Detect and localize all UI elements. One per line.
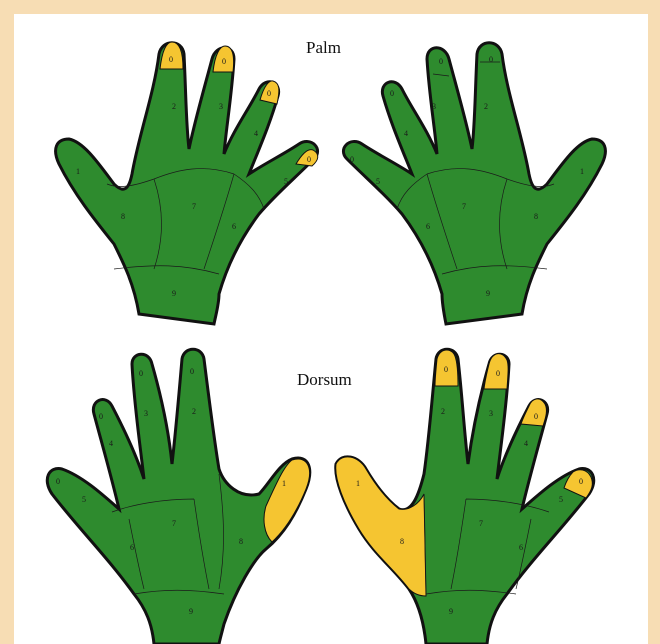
- svg-text:6: 6: [426, 222, 430, 231]
- svg-text:6: 6: [519, 543, 523, 552]
- svg-text:0: 0: [267, 89, 271, 98]
- palm-left-hand: 0 0 0 0 2 3 4 5 1 8 7 6 9: [56, 42, 318, 324]
- diagram-panel: 0 0 0 0 2 3 4 5 1 8 7 6 9 0 0 0 0 3 2 4 5 1 8 7 6 9 0 0 0 0 2 3 4…: [14, 14, 648, 644]
- svg-text:8: 8: [534, 212, 538, 221]
- dorsum-left-hand: 0 0 0 0 2 3 4 5 1 8 7 6 9: [47, 349, 309, 644]
- palm-title: Palm: [306, 38, 341, 58]
- svg-text:2: 2: [172, 102, 176, 111]
- svg-text:1: 1: [282, 479, 286, 488]
- svg-text:0: 0: [534, 412, 538, 421]
- svg-text:0: 0: [169, 55, 173, 64]
- svg-text:0: 0: [139, 369, 143, 378]
- svg-text:1: 1: [76, 167, 80, 176]
- svg-text:0: 0: [489, 55, 493, 64]
- svg-text:0: 0: [390, 89, 394, 98]
- svg-text:3: 3: [144, 409, 148, 418]
- svg-text:9: 9: [189, 607, 193, 616]
- svg-text:0: 0: [444, 365, 448, 374]
- svg-text:4: 4: [404, 129, 408, 138]
- svg-text:4: 4: [254, 129, 258, 138]
- svg-text:3: 3: [432, 102, 436, 111]
- svg-text:1: 1: [356, 479, 360, 488]
- palm-right-outline: [343, 43, 605, 324]
- palm-right-hand: 0 0 0 0 3 2 4 5 1 8 7 6 9: [343, 43, 605, 324]
- svg-text:9: 9: [172, 289, 176, 298]
- svg-text:5: 5: [559, 495, 563, 504]
- svg-text:9: 9: [486, 289, 490, 298]
- svg-text:0: 0: [190, 367, 194, 376]
- dorsum-right-thumb-affected: [336, 457, 426, 596]
- svg-text:3: 3: [219, 102, 223, 111]
- svg-text:6: 6: [130, 543, 134, 552]
- svg-text:4: 4: [109, 439, 113, 448]
- svg-text:5: 5: [82, 495, 86, 504]
- svg-text:8: 8: [121, 212, 125, 221]
- svg-text:7: 7: [172, 519, 176, 528]
- svg-text:0: 0: [579, 477, 583, 486]
- svg-text:3: 3: [489, 409, 493, 418]
- svg-text:8: 8: [239, 537, 243, 546]
- dorsum-right-hand: 0 0 0 0 2 3 4 5 1 8 7 6 9: [336, 349, 594, 644]
- svg-text:0: 0: [56, 477, 60, 486]
- dorsum-title: Dorsum: [297, 370, 352, 390]
- svg-text:0: 0: [439, 57, 443, 66]
- svg-text:1: 1: [580, 167, 584, 176]
- svg-text:2: 2: [484, 102, 488, 111]
- svg-text:4: 4: [524, 439, 528, 448]
- svg-text:5: 5: [376, 177, 380, 186]
- svg-text:0: 0: [99, 412, 103, 421]
- svg-text:8: 8: [400, 537, 404, 546]
- svg-text:2: 2: [441, 407, 445, 416]
- svg-text:2: 2: [192, 407, 196, 416]
- svg-text:6: 6: [232, 222, 236, 231]
- svg-text:0: 0: [496, 369, 500, 378]
- svg-text:9: 9: [449, 607, 453, 616]
- svg-text:0: 0: [222, 57, 226, 66]
- svg-text:5: 5: [284, 177, 288, 186]
- svg-text:7: 7: [462, 202, 466, 211]
- hand-regions-diagram: 0 0 0 0 2 3 4 5 1 8 7 6 9 0 0 0 0 3 2 4 5 1 8 7 6 9 0 0 0 0 2 3 4…: [14, 14, 648, 644]
- svg-text:0: 0: [350, 155, 354, 164]
- svg-text:7: 7: [192, 202, 196, 211]
- svg-text:7: 7: [479, 519, 483, 528]
- svg-text:0: 0: [307, 155, 311, 164]
